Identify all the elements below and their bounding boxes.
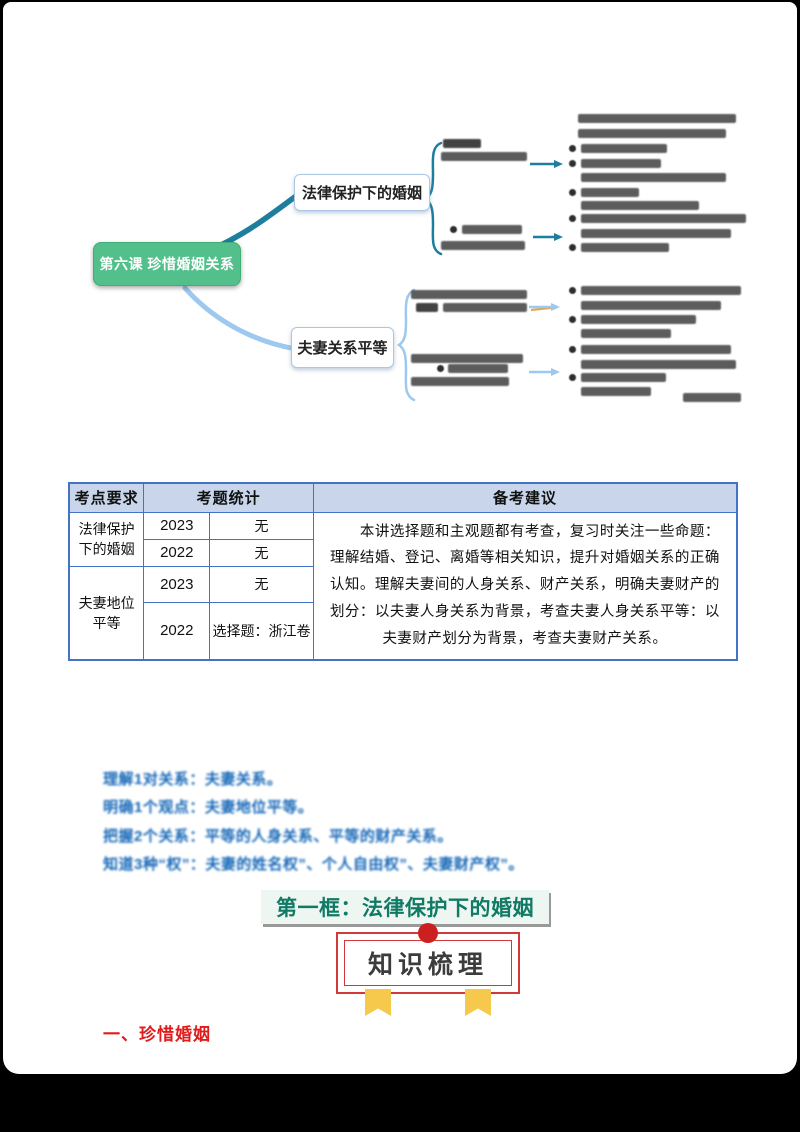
knowledge-review-badge: 知识梳理 xyxy=(336,923,520,1016)
table-row: 法律保护下的婚姻 2023 无 本讲选择题和主观题都有考查，复习时关注一些命题：… xyxy=(68,511,738,661)
arrow-bottom-1 xyxy=(529,303,560,311)
badge-circle-icon xyxy=(418,923,438,943)
year-cell: 2023 xyxy=(143,565,211,604)
topic-spousal-equality: 夫妻地位平等 xyxy=(68,565,145,661)
prep-advice-text: 本讲选择题和主观题都有考查，复习时关注一些命题：理解结婚、登记、离婚等相关知识，… xyxy=(312,511,738,661)
header-exam-points: 考点要求 xyxy=(68,482,145,513)
header-question-stats: 考题统计 xyxy=(143,482,314,513)
result-cell: 无 xyxy=(209,511,314,540)
objective-line-1: 理解1对关系：夫妻关系。 xyxy=(103,771,283,788)
arrow-bottom-2 xyxy=(529,368,560,376)
mindmap-branch-legal-marriage: 法律保护下的婚姻 xyxy=(294,174,430,211)
table-row: 2022 无 xyxy=(69,538,737,567)
result-cell: 无 xyxy=(209,538,314,567)
topic-legal-marriage: 法律保护下的婚姻 xyxy=(68,511,145,567)
year-cell: 2022 xyxy=(143,538,211,567)
mindmap-root-node: 第六课 珍惜婚姻关系 xyxy=(93,242,241,286)
header-prep-advice: 备考建议 xyxy=(312,482,738,513)
badge-label: 知识梳理 xyxy=(344,940,512,986)
section-title: 第一框：法律保护下的婚姻 xyxy=(261,890,549,924)
ribbon-left-icon xyxy=(365,989,391,1016)
objective-line-2: 明确1个观点：夫妻地位平等。 xyxy=(103,799,314,816)
result-cell: 选择题：浙江卷 xyxy=(209,602,314,661)
topic-heading: 一、珍惜婚姻 xyxy=(103,1025,211,1044)
exam-stats-table: 考点要求 考题统计 备考建议 法律保护下的婚姻 2023 无 本讲选择题和主观题… xyxy=(68,482,738,661)
arrow-top-1 xyxy=(530,160,563,168)
year-cell: 2022 xyxy=(143,602,211,661)
mindmap-branch-spousal-equality: 夫妻关系平等 xyxy=(291,327,394,368)
connector-bottom xyxy=(182,285,299,352)
objective-line-3: 把握2个关系：平等的人身关系、平等的财产关系。 xyxy=(103,828,453,845)
ribbon-right-icon xyxy=(465,989,491,1016)
brace-bottom xyxy=(396,288,416,402)
arrow-top-2 xyxy=(533,233,563,241)
objective-line-4: 知道3种“权”：夫妻的姓名权”、个人自由权”、夫妻财产权”。 xyxy=(103,856,524,873)
result-cell: 无 xyxy=(209,565,314,604)
document-page: 第六课 珍惜婚姻关系 法律保护下的婚姻 夫妻关系平等 xyxy=(3,2,797,1074)
mindmap-connectors xyxy=(182,141,563,402)
table-header-row: 考点要求 考题统计 备考建议 xyxy=(68,482,738,513)
year-cell: 2023 xyxy=(143,511,211,540)
table-row: 2022 选择题：浙江卷 xyxy=(69,602,737,661)
